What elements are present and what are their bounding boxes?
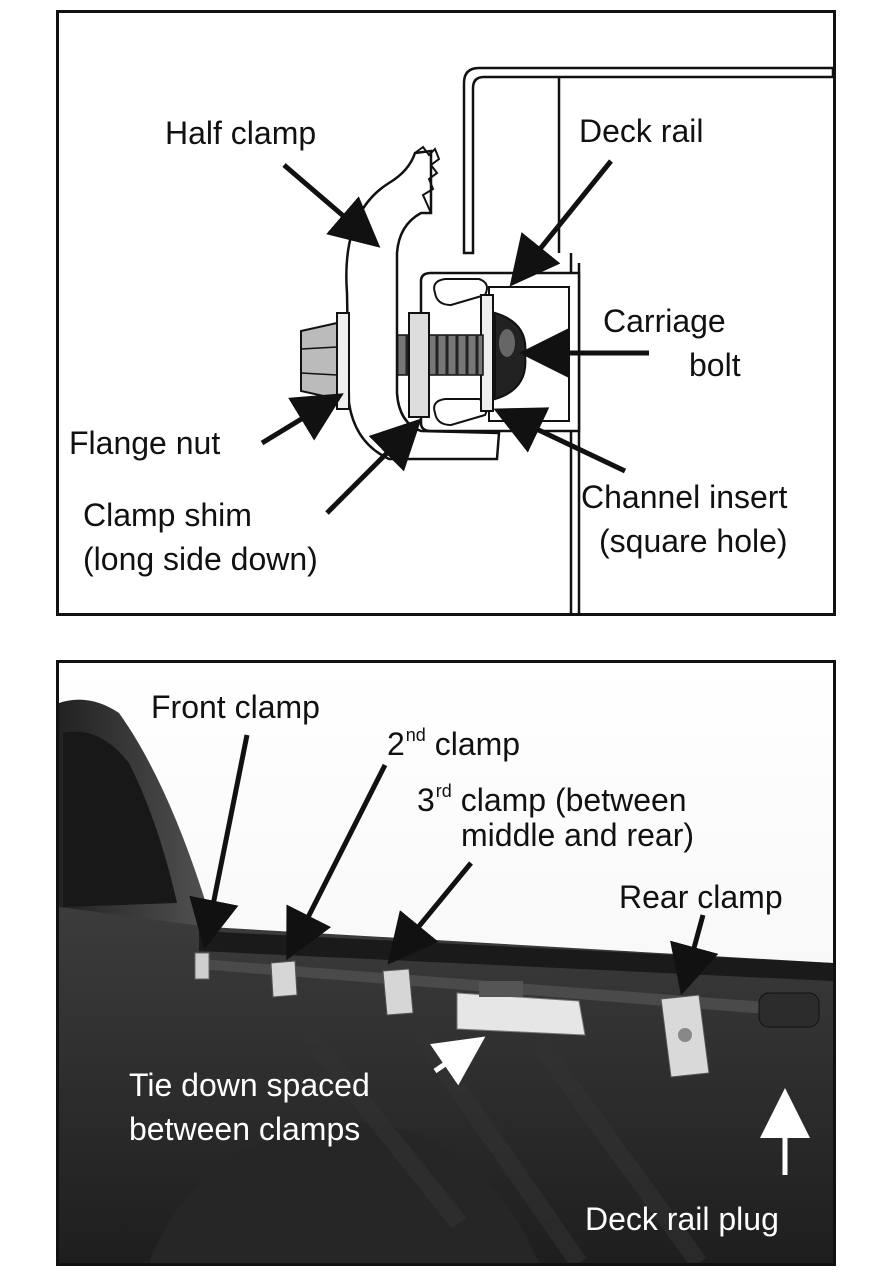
- clamp-shim-label-line2: (long side down): [83, 541, 318, 577]
- second-clamp-number: 2: [387, 726, 405, 762]
- third-clamp-label-line1: 3rd clamp (between: [417, 771, 687, 820]
- clamp-line-drawing: [300, 66, 833, 613]
- deck-rail-plug-label: Deck rail plug: [585, 1201, 779, 1237]
- deck-rail-label: Deck rail: [579, 113, 704, 149]
- second-clamp: [270, 960, 298, 998]
- rear-clamp-label: Rear clamp: [619, 879, 783, 915]
- carriage-bolt-label-line1: Carriage: [603, 303, 726, 339]
- second-clamp-suffix: nd: [405, 725, 426, 745]
- deck-rail-outline: [462, 66, 833, 255]
- clamp-shim-label-line1: Clamp shim: [83, 497, 252, 533]
- cab-window: [63, 731, 177, 907]
- channel-hook-top: [433, 278, 488, 307]
- flange-nut-hex: [300, 321, 338, 401]
- third-clamp-number: 3: [417, 782, 435, 818]
- flange-nut-label: Flange nut: [69, 425, 221, 461]
- half-clamp-label: Half clamp: [165, 115, 317, 151]
- half-clamp-teeth: [414, 145, 441, 214]
- third-clamp-text: clamp (between: [451, 782, 687, 818]
- tie-down: [456, 981, 586, 1036]
- truck-bed-photo: Front clamp 2nd clamp 3rd clamp (between…: [56, 660, 836, 1266]
- third-clamp-suffix: rd: [435, 781, 452, 801]
- front-clamp-label: Front clamp: [151, 689, 320, 725]
- rear-clamp: [660, 994, 710, 1078]
- clamp-shim: [408, 312, 430, 418]
- second-clamp-text: clamp: [425, 726, 521, 762]
- wheel-well: [149, 1123, 539, 1263]
- bolt-thread: [388, 334, 484, 376]
- third-clamp: [382, 968, 414, 1016]
- carriage-bolt-label-line2: bolt: [689, 347, 741, 383]
- channel-insert-label-line2: (square hole): [599, 523, 788, 559]
- clamp-assembly-diagram: Half clamp Deck rail Carriage bolt Flang…: [56, 10, 836, 616]
- deck-rail-plug: [758, 992, 820, 1028]
- channel-insert-label-line1: Channel insert: [581, 479, 788, 515]
- second-clamp-label: 2nd clamp: [387, 715, 520, 764]
- tie-down-label-line1: Tie down spaced: [129, 1067, 370, 1103]
- tie-down-label-line2: between clamps: [129, 1111, 361, 1147]
- front-clamp: [194, 952, 210, 980]
- flange-nut-washer: [336, 312, 350, 410]
- third-clamp-label-line2: middle and rear): [461, 817, 694, 853]
